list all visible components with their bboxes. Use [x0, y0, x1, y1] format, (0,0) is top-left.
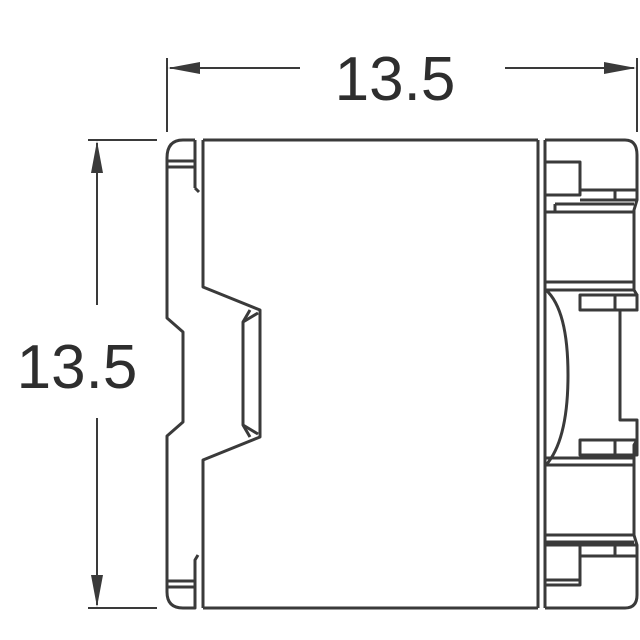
height-dimension: 13.5 [17, 139, 157, 609]
component-body [201, 138, 547, 610]
arrow-head [91, 575, 103, 607]
right-terminal [543, 138, 639, 610]
width-dimension: 13.5 [166, 45, 638, 132]
arrow-head [91, 141, 103, 173]
left-flange [165, 138, 201, 610]
height-label: 13.5 [17, 333, 138, 402]
arrow-head [168, 62, 200, 74]
arrow-head [604, 62, 636, 74]
width-label: 13.5 [335, 45, 456, 114]
